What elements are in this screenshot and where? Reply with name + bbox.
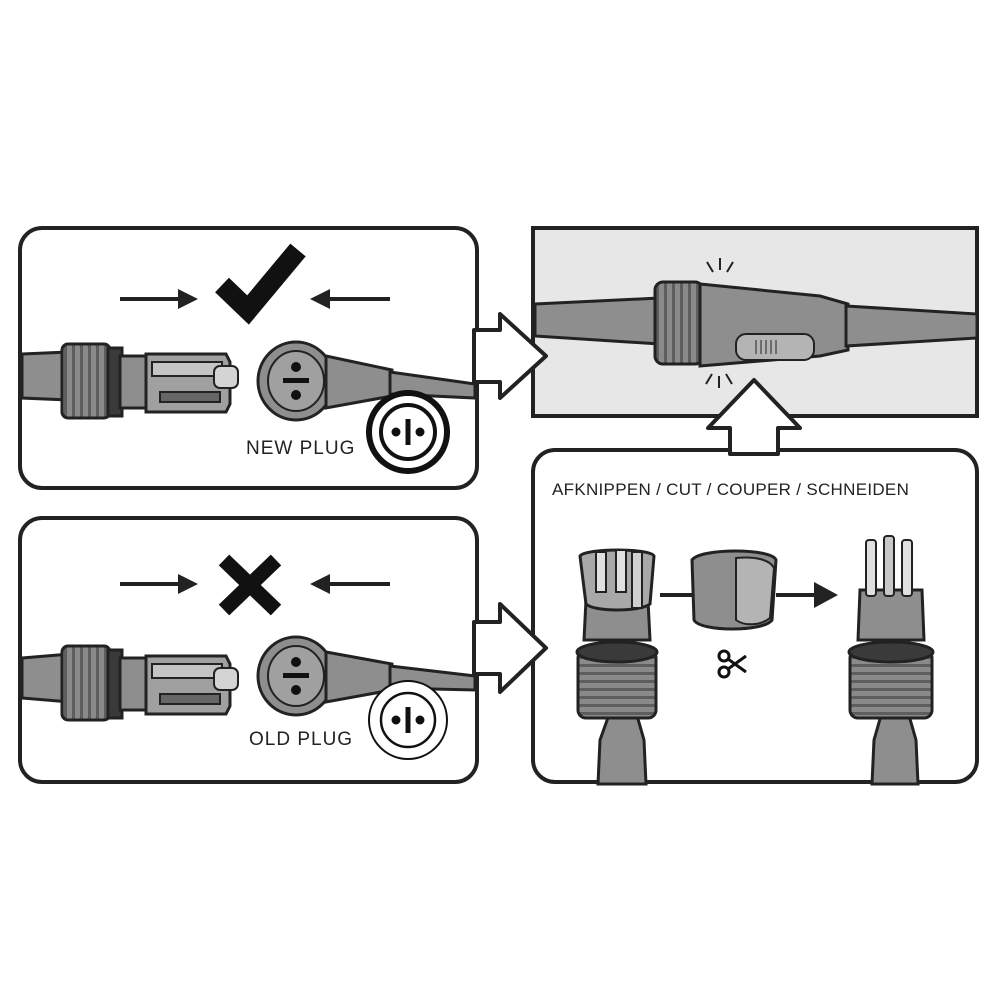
flow-arrow-right-icon: [472, 312, 548, 400]
connected-plugs-icon: [533, 296, 662, 346]
removed-sleeve: [690, 549, 778, 631]
panel-new-plug: [18, 226, 479, 490]
arrow-right-icon: [120, 574, 198, 594]
panel-cut: [531, 448, 979, 786]
plug-face-dot-bar-dot-icon: [368, 680, 448, 760]
cut-instruction-label: AFKNIPPEN / CUT / COUPER / SCHNEIDEN: [552, 480, 910, 499]
panel-connected: [531, 226, 979, 418]
connector-with-sleeve: [575, 548, 659, 786]
arrow-left-icon: [310, 574, 390, 594]
old-plug-label: OLD PLUG: [249, 729, 354, 750]
plug-face-dot-bar-dot-icon: [366, 390, 450, 474]
new-plug-label: NEW PLUG: [246, 438, 356, 459]
flow-arrow-right-icon: [472, 602, 548, 694]
arrow-left-icon: [310, 289, 390, 309]
scissors-icon: [717, 649, 747, 679]
trimmed-connector: [847, 535, 935, 786]
x-mark-icon: [218, 554, 282, 616]
flow-arrow-up-icon: [706, 378, 802, 456]
ridged-nut: [60, 342, 112, 420]
arrow-right-icon: [120, 289, 198, 309]
panel-old-plug: [18, 516, 479, 784]
click-spark-icon: [705, 258, 734, 388]
checkmark-icon: [215, 243, 306, 325]
arrow-right-icon: [776, 582, 838, 608]
